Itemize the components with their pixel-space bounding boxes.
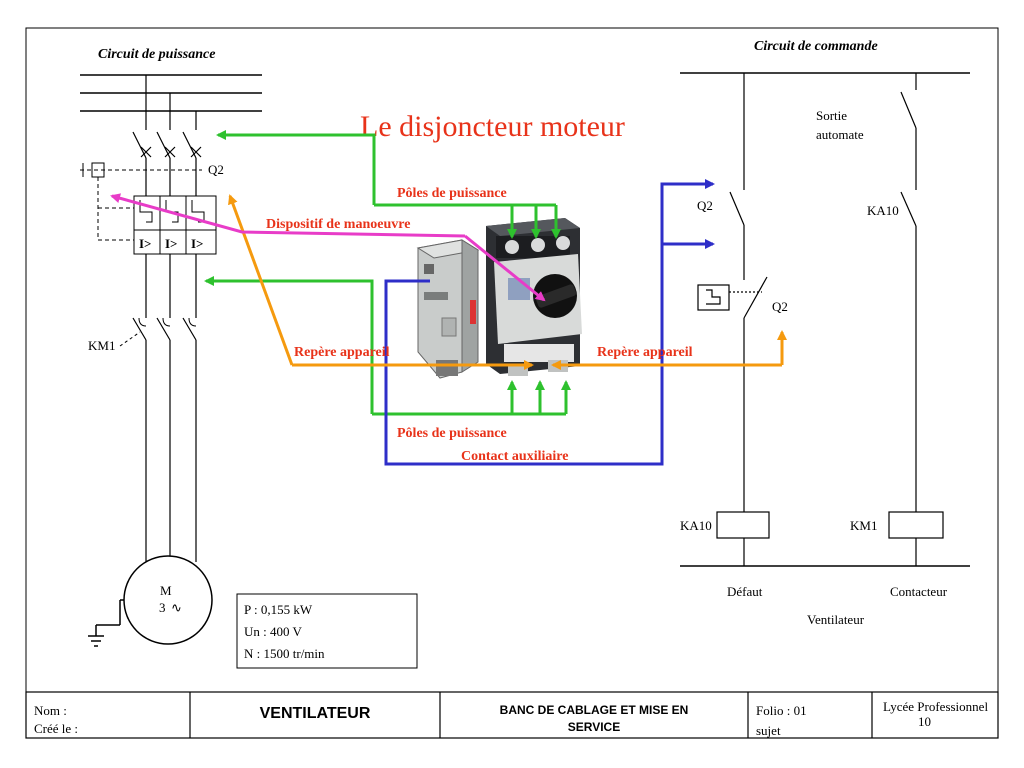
motor-symbol [88,555,213,647]
km1-contacts [119,317,197,347]
spec-power: P : 0,155 kW [244,602,313,617]
command-rails [680,72,970,567]
trip-symbol-2: I> [165,236,177,251]
caption-contactor: Contacteur [890,584,948,599]
specs-box [236,593,418,669]
motor-circuit-breaker-picture [486,218,582,376]
caption-fault: Défaut [727,584,763,599]
title-block-created-label: Créé le : [34,721,78,736]
title-block-folio: Folio : 01 [756,703,807,718]
label-aux-contact: Contact auxiliaire [461,449,568,464]
label-device-mark-right: Repère appareil [597,345,693,360]
arrow-power-poles-top [216,130,561,239]
trip-symbol-1: I> [139,236,151,251]
title-block-name-label: Nom : [34,703,67,718]
motor-phases: 3 [159,600,166,615]
caption-fan: Ventilateur [807,612,865,627]
power-phase-lines [132,75,202,562]
spec-voltage: Un : 400 V [244,624,303,639]
motor-ac-symbol: ∿ [171,600,182,615]
breaker-label: Q2 [208,162,224,177]
title-block-school: Lycée Professionnel [883,699,988,714]
power-circuit-heading: Circuit de puissance [98,47,215,62]
title-block-page-number: 10 [918,714,931,729]
aux-contact-block-picture [416,239,480,379]
label-power-poles-top: Pôles de puissance [397,186,507,201]
command-circuit-heading: Circuit de commande [754,39,878,54]
arrow-operating-device [110,193,546,302]
q2-thermal-label: Q2 [772,299,788,314]
ka10-coil-label: KA10 [680,518,712,533]
command-branch-right [900,73,917,566]
thermal-relay-glyph [706,289,721,305]
power-bus-bars [80,74,262,112]
km1-coil [888,511,944,539]
title-block-folio-sub: sujet [756,723,781,738]
spec-speed: N : 1500 tr/min [244,646,325,661]
command-branch-left [729,73,768,566]
arrow-aux-contact [384,179,715,466]
km1-coil-label: KM1 [850,518,877,533]
title-block-project: VENTILATEUR [260,705,371,722]
label-device-mark-left: Repère appareil [294,345,390,360]
trip-symbol-3: I> [191,236,203,251]
label-operating-device: Dispositif de manoeuvre [266,217,410,232]
q2-contact-label: Q2 [697,198,713,213]
arrow-device-mark [228,194,787,370]
page-title: Le disjoncteur moteur [360,110,625,143]
title-block-subject-line2: SERVICE [568,720,620,734]
plc-output-label-2: automate [816,127,864,142]
title-block-subject-line1: BANC DE CABLAGE ET MISE EN [500,703,689,717]
title-block [25,691,999,739]
plc-output-label-1: Sortie [816,108,847,123]
breaker-mechanical-link [80,162,202,241]
ka10-coil [716,511,770,539]
label-power-poles-bottom: Pôles de puissance [397,426,507,441]
contactor-label: KM1 [88,338,115,353]
ka10-contact-label: KA10 [867,203,899,218]
motor-label: M [160,583,172,598]
